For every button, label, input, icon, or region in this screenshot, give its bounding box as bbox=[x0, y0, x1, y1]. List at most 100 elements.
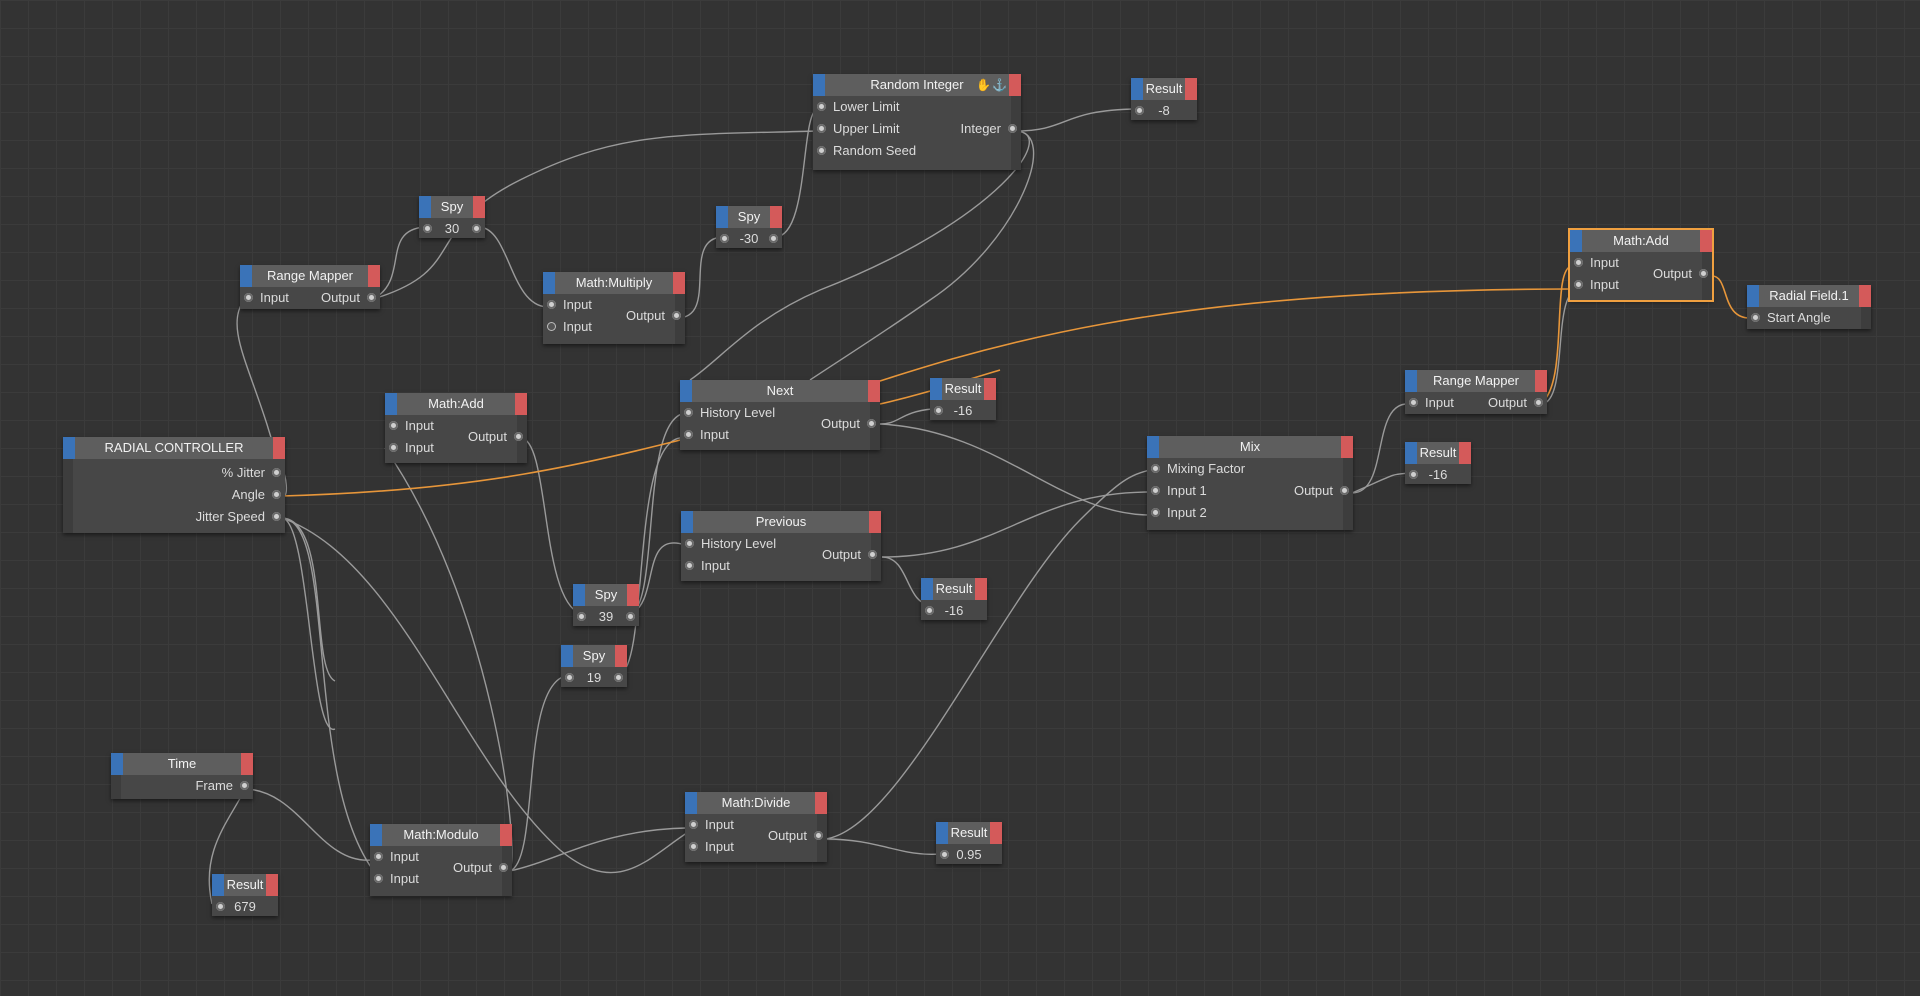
port-in[interactable] bbox=[1574, 258, 1583, 267]
port-in[interactable] bbox=[684, 408, 693, 417]
node-spy[interactable]: Spy 30 bbox=[419, 196, 485, 238]
port-in[interactable] bbox=[1751, 313, 1760, 322]
anchor-icon[interactable]: ⚓ bbox=[992, 78, 1007, 92]
port-in[interactable] bbox=[689, 842, 698, 851]
node-spy[interactable]: Spy 19 bbox=[561, 645, 627, 687]
port-in[interactable] bbox=[389, 443, 398, 452]
port-in[interactable] bbox=[685, 561, 694, 570]
node-header[interactable]: Spy bbox=[419, 196, 485, 218]
node-header[interactable]: Result bbox=[936, 822, 1002, 844]
port-out[interactable] bbox=[240, 781, 249, 790]
node-time[interactable]: Time Frame bbox=[111, 753, 253, 799]
port-in[interactable] bbox=[389, 421, 398, 430]
port-in[interactable] bbox=[244, 293, 253, 302]
port-in[interactable] bbox=[374, 874, 383, 883]
node-header[interactable]: Spy bbox=[716, 206, 782, 228]
node-header[interactable]: Random Integer ✋ ⚓ bbox=[813, 74, 1021, 96]
port-out[interactable] bbox=[868, 550, 877, 559]
node-header[interactable]: Radial Field.1 bbox=[1747, 285, 1871, 307]
port-in[interactable] bbox=[547, 300, 556, 309]
port-out[interactable] bbox=[1699, 269, 1708, 278]
port-out[interactable] bbox=[499, 863, 508, 872]
port-in[interactable] bbox=[1409, 398, 1418, 407]
node-header[interactable]: Math:Divide bbox=[685, 792, 827, 814]
port-in[interactable] bbox=[685, 539, 694, 548]
port-out[interactable] bbox=[272, 490, 281, 499]
node-spy[interactable]: Spy -30 bbox=[716, 206, 782, 248]
port-in[interactable] bbox=[565, 673, 574, 682]
port-out[interactable] bbox=[614, 673, 623, 682]
hand-icon[interactable]: ✋ bbox=[976, 78, 991, 92]
node-header[interactable]: Previous bbox=[681, 511, 881, 533]
node-header[interactable]: Mix bbox=[1147, 436, 1353, 458]
port-out[interactable] bbox=[672, 311, 681, 320]
node-header[interactable]: Math:Modulo bbox=[370, 824, 512, 846]
port-out[interactable] bbox=[769, 234, 778, 243]
node-result[interactable]: Result -8 bbox=[1131, 78, 1197, 120]
node-header[interactable]: Math:Add bbox=[1570, 230, 1712, 252]
port-out[interactable] bbox=[1340, 486, 1349, 495]
port-in[interactable] bbox=[577, 612, 586, 621]
node-header[interactable]: Spy bbox=[573, 584, 639, 606]
port-out[interactable] bbox=[814, 831, 823, 840]
port-in[interactable] bbox=[689, 820, 698, 829]
port-in[interactable] bbox=[817, 146, 826, 155]
node-radial-field[interactable]: Radial Field.1 Start Angle bbox=[1747, 285, 1871, 329]
port-out[interactable] bbox=[514, 432, 523, 441]
port-in[interactable] bbox=[374, 852, 383, 861]
node-header[interactable]: Range Mapper bbox=[1405, 370, 1547, 392]
port-out[interactable] bbox=[367, 293, 376, 302]
node-result[interactable]: Result -16 bbox=[921, 578, 987, 620]
port-in[interactable] bbox=[1151, 486, 1160, 495]
port-in[interactable] bbox=[1135, 106, 1144, 115]
port-out[interactable] bbox=[1008, 124, 1017, 133]
node-result[interactable]: Result 0.95 bbox=[936, 822, 1002, 864]
node-result[interactable]: Result 679 bbox=[212, 874, 278, 916]
port-in[interactable] bbox=[925, 606, 934, 615]
port-in[interactable] bbox=[547, 322, 556, 331]
node-result[interactable]: Result -16 bbox=[930, 378, 996, 420]
port-out[interactable] bbox=[1534, 398, 1543, 407]
port-in[interactable] bbox=[1409, 470, 1418, 479]
port-out[interactable] bbox=[272, 468, 281, 477]
node-header[interactable]: RADIAL CONTROLLER bbox=[63, 437, 285, 459]
node-header[interactable]: Range Mapper bbox=[240, 265, 380, 287]
node-header[interactable]: Next bbox=[680, 380, 880, 402]
port-in[interactable] bbox=[940, 850, 949, 859]
node-header[interactable]: Result bbox=[1131, 78, 1197, 100]
port-in[interactable] bbox=[423, 224, 432, 233]
port-in[interactable] bbox=[720, 234, 729, 243]
node-header[interactable]: Result bbox=[212, 874, 278, 896]
port-in[interactable] bbox=[817, 102, 826, 111]
port-out[interactable] bbox=[272, 512, 281, 521]
port-out[interactable] bbox=[626, 612, 635, 621]
port-in[interactable] bbox=[817, 124, 826, 133]
node-header[interactable]: Result bbox=[921, 578, 987, 600]
port-out[interactable] bbox=[472, 224, 481, 233]
node-spy[interactable]: Spy 39 bbox=[573, 584, 639, 626]
port-in[interactable] bbox=[684, 430, 693, 439]
node-radial-controller[interactable]: RADIAL CONTROLLER % Jitter Angle Jitter … bbox=[63, 437, 285, 533]
node-header[interactable]: Time bbox=[111, 753, 253, 775]
node-header[interactable]: Result bbox=[1405, 442, 1471, 464]
port-in[interactable] bbox=[1151, 464, 1160, 473]
port-in[interactable] bbox=[216, 902, 225, 911]
node-header[interactable]: Result bbox=[930, 378, 996, 400]
port-in[interactable] bbox=[1151, 508, 1160, 517]
node-random-integer[interactable]: Random Integer ✋ ⚓ Lower Limit Upper Lim… bbox=[813, 74, 1021, 170]
node-result[interactable]: Result -16 bbox=[1405, 442, 1471, 484]
port-in[interactable] bbox=[1574, 280, 1583, 289]
port-out[interactable] bbox=[867, 419, 876, 428]
port-in[interactable] bbox=[934, 406, 943, 415]
node-header[interactable]: Math:Add bbox=[385, 393, 527, 415]
node-header[interactable]: Math:Multiply bbox=[543, 272, 685, 294]
